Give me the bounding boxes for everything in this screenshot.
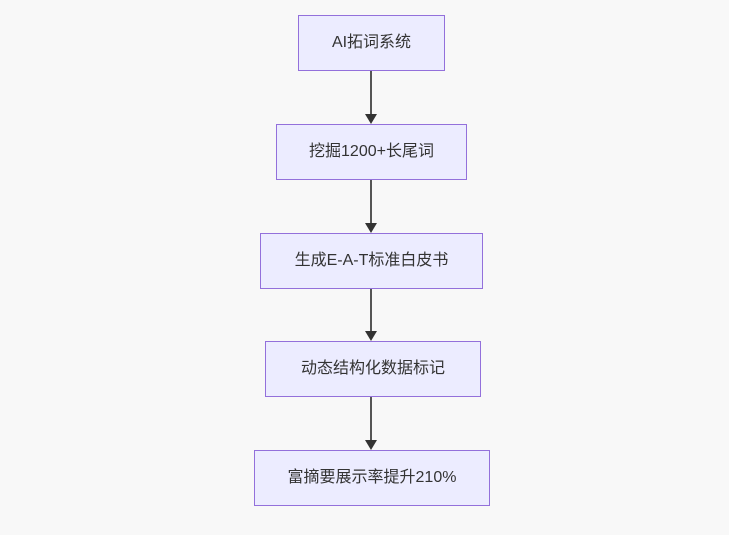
flow-edge-3 bbox=[365, 289, 377, 341]
flow-edge-1 bbox=[365, 71, 377, 124]
arrowhead-down-icon bbox=[365, 440, 377, 450]
node-structured-data-markup: 动态结构化数据标记 bbox=[265, 341, 481, 397]
arrow-shaft bbox=[370, 397, 372, 442]
arrowhead-down-icon bbox=[365, 223, 377, 233]
arrow-shaft bbox=[370, 180, 372, 225]
flow-edge-4 bbox=[365, 397, 377, 450]
node-label: 挖掘1200+长尾词 bbox=[309, 143, 434, 160]
node-label: AI拓词系统 bbox=[331, 34, 412, 51]
node-ai-expansion-system: AI拓词系统 bbox=[298, 15, 445, 71]
node-eat-whitepaper: 生成E-A-T标准白皮书 bbox=[260, 233, 483, 289]
arrow-shaft bbox=[370, 71, 372, 116]
flow-edge-2 bbox=[365, 180, 377, 233]
arrowhead-down-icon bbox=[365, 114, 377, 124]
node-rich-snippet-uplift: 富摘要展示率提升210% bbox=[254, 450, 490, 506]
arrow-shaft bbox=[370, 289, 372, 333]
node-label: 生成E-A-T标准白皮书 bbox=[294, 252, 449, 269]
node-longtail-keyword-mining: 挖掘1200+长尾词 bbox=[276, 124, 467, 180]
arrowhead-down-icon bbox=[365, 331, 377, 341]
node-label: 富摘要展示率提升210% bbox=[287, 469, 457, 486]
node-label: 动态结构化数据标记 bbox=[300, 360, 445, 377]
